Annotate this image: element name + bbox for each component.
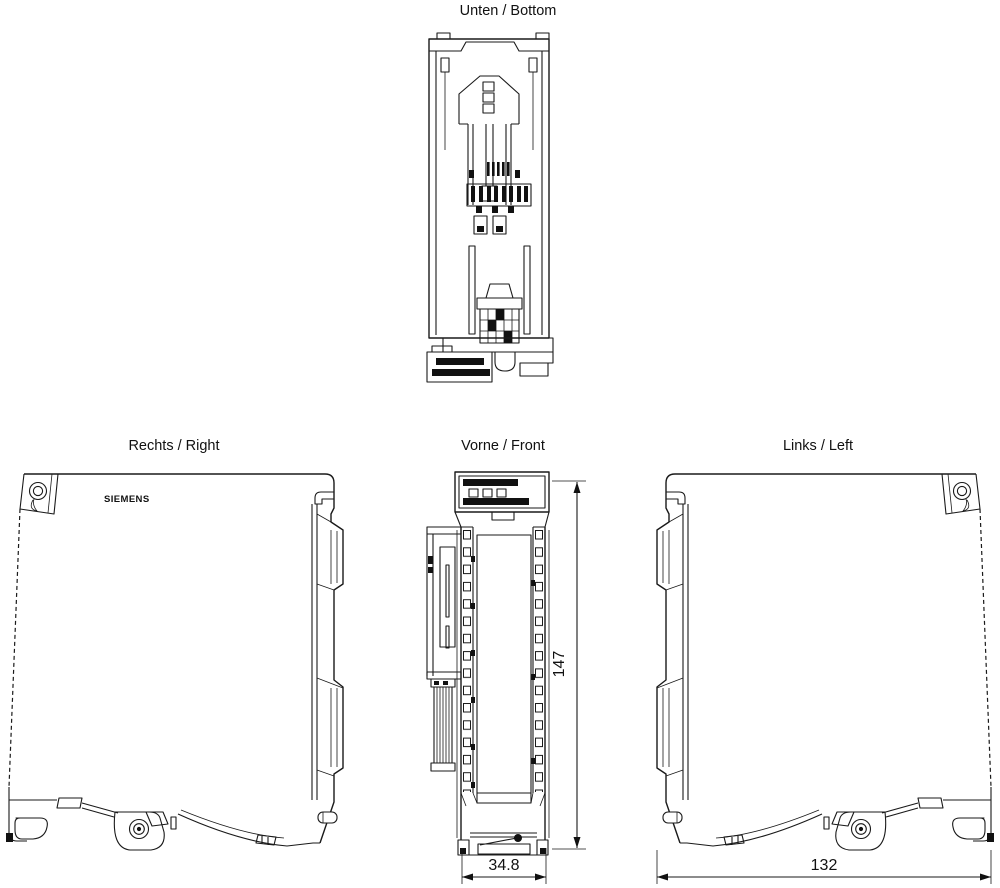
hatched-block: [479, 308, 520, 344]
right-view-title: Rechts / Right: [128, 438, 219, 454]
terminal-holes-right: [535, 530, 543, 792]
front-rating-label: [458, 475, 546, 509]
dim-label-132: 132: [811, 857, 838, 874]
dim-label-34-8: 34.8: [488, 857, 519, 874]
front-view-title: Vorne / Front: [461, 438, 545, 454]
right-view: SIEMENS: [5, 473, 344, 851]
dim-height-147: 147: [551, 480, 586, 850]
pin-contacts: [469, 162, 520, 178]
front-door: [476, 534, 532, 794]
terminal-nubs: [471, 556, 535, 788]
bus-connector-bracket: [426, 526, 462, 772]
connector-comb: [466, 183, 532, 213]
bottom-view-title: Unten / Bottom: [460, 3, 557, 19]
dim-label-147: 147: [551, 651, 568, 678]
front-bottom-latch: [457, 832, 549, 856]
terminal-holes-left: [463, 530, 471, 792]
left-view: [656, 473, 995, 851]
dim-width-34-8: 34.8: [461, 848, 547, 884]
dim-depth-132: 132: [656, 850, 992, 884]
front-view: [426, 471, 550, 856]
left-view-title: Links / Left: [783, 438, 853, 454]
product-label: [426, 351, 493, 383]
siemens-logo: SIEMENS: [104, 494, 150, 505]
bottom-view: [426, 32, 554, 383]
dimension-annotations: 147 34.8 132: [461, 480, 992, 884]
